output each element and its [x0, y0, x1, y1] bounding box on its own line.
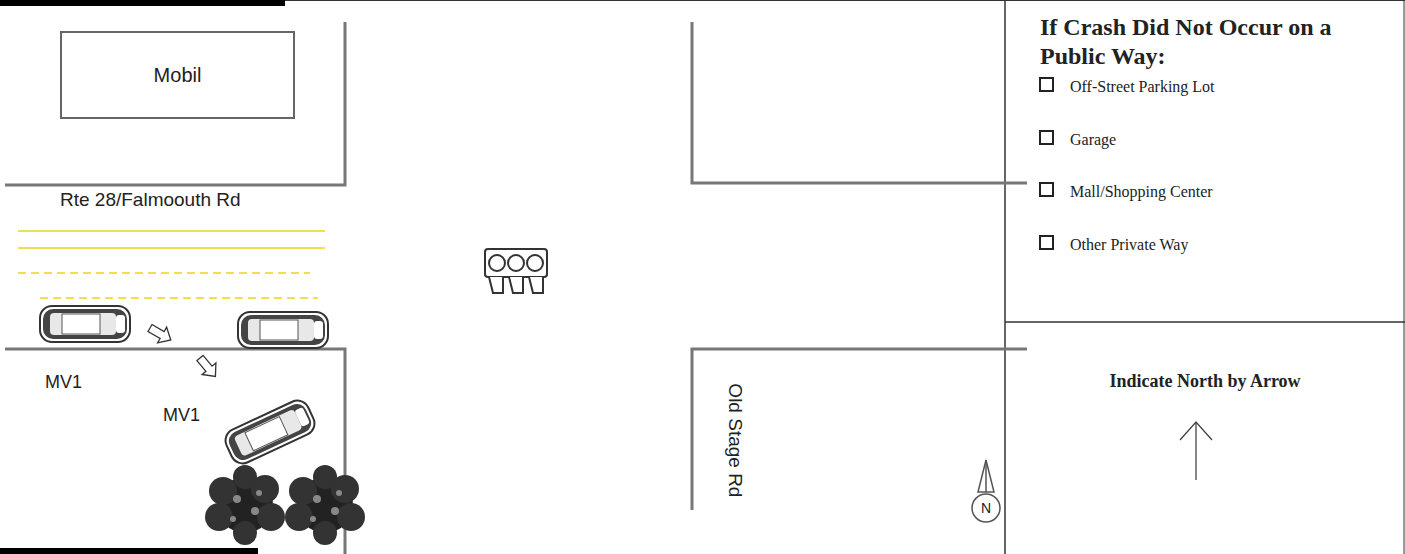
panel-heading: If Crash Did Not Occur on a Public Way:: [1040, 13, 1370, 71]
checkbox-option: Other Private Way: [1070, 235, 1188, 254]
vehicle-label: MV1: [45, 372, 82, 394]
checkbox-option: Garage: [1070, 130, 1116, 149]
building-name: Mobil: [154, 63, 202, 87]
compass-letter: N: [981, 500, 991, 517]
street-name: Old Stage Rd: [724, 383, 747, 497]
north-panel: Indicate North by Arrow: [1006, 323, 1404, 553]
location-panel: If Crash Did Not Occur on a Public Way: O…: [1006, 1, 1404, 321]
panel-heading: Indicate North by Arrow: [1109, 371, 1300, 393]
checkbox-option: Mall/Shopping Center: [1070, 182, 1213, 201]
street-name: Rte 28/Falmoouth Rd: [60, 189, 241, 212]
vehicle-label: MV1: [163, 405, 200, 427]
checkbox-option: Off-Street Parking Lot: [1070, 77, 1215, 96]
building-box: Mobil: [60, 31, 295, 119]
